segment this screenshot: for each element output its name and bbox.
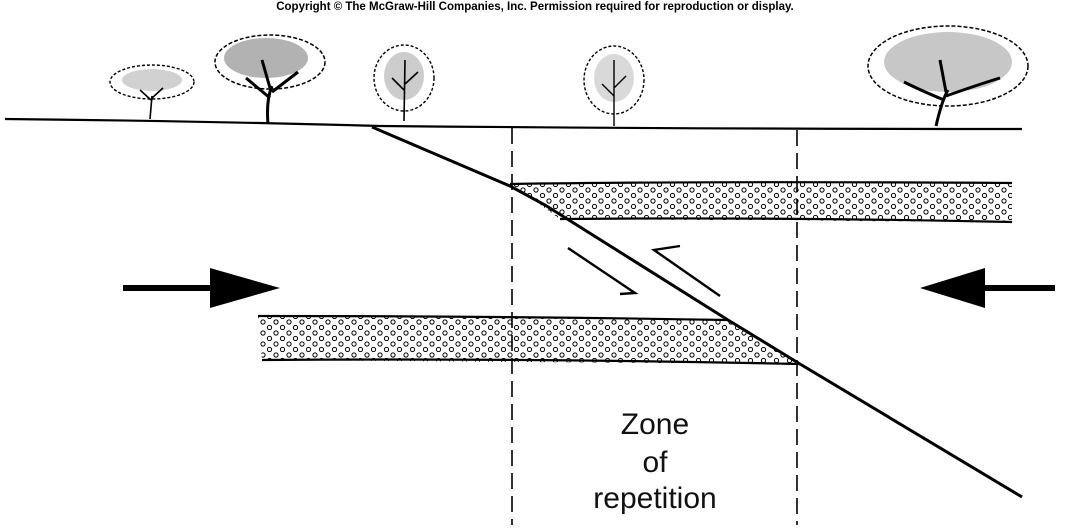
zone-label-line1: Zone bbox=[620, 408, 690, 441]
ground-surface-line bbox=[4, 117, 1023, 131]
tree-icon bbox=[583, 45, 645, 126]
tree-icon bbox=[109, 64, 195, 120]
tree-icon bbox=[214, 34, 326, 125]
zone-label-line2: of bbox=[642, 446, 668, 479]
zone-label-line3: repetition bbox=[593, 482, 717, 515]
slip-arrow-down bbox=[567, 247, 639, 296]
compression-arrow-left bbox=[123, 268, 280, 308]
tree-icon bbox=[373, 44, 435, 122]
lower-bed bbox=[257, 314, 801, 366]
slip-arrow-up bbox=[650, 244, 721, 297]
upper-bed bbox=[509, 181, 1013, 224]
fault-line bbox=[371, 125, 1023, 499]
copyright-notice: Copyright © The McGraw-Hill Companies, I… bbox=[276, 1, 794, 13]
tree-icon bbox=[867, 25, 1029, 127]
compression-arrow-right bbox=[920, 268, 1055, 308]
